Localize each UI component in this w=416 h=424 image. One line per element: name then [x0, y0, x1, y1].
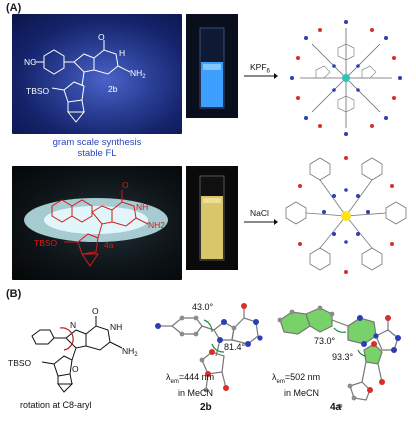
crystal-structure-4a: 73.0° 93.3°: [277, 305, 401, 409]
struct-o2-label: O: [72, 364, 79, 374]
o-label-red: O: [122, 180, 129, 190]
angle-4a-bottom: 93.3°: [332, 352, 354, 362]
structure-4a-drawing: O NH N NH2 TBSO O: [8, 306, 138, 393]
arrow-nacl: [244, 219, 278, 225]
nh-label-red: NH: [136, 202, 148, 212]
cn-label: NC: [24, 57, 36, 67]
cuvette-blue-photo: [186, 14, 238, 118]
crystal-structure-2b: 43.0° 81.4°: [155, 302, 263, 393]
na-ion: [341, 211, 351, 221]
tbso-label: TBSO: [26, 86, 50, 96]
compound-2b-label-b: 2b: [200, 402, 212, 413]
angle-2b-bottom: 81.4°: [224, 342, 246, 352]
caption-line-1: gram scale synthesis: [52, 137, 142, 148]
photo-4a-powder: O NH NH2 TBSO 4a: [12, 166, 182, 280]
crystal-structure-k-complex: [290, 20, 402, 136]
struct-nh2-label: NH2: [122, 346, 138, 358]
structure-2b-overlay: NC O H NH2 TBSO 2b: [24, 32, 146, 123]
caption-line-2: stable FL: [77, 148, 117, 159]
nh2-label: NH2: [130, 68, 146, 80]
photo-caption: gram scale synthesis stable FL: [12, 137, 182, 159]
struct-tbso-label: TBSO: [8, 358, 32, 368]
emission-4a: λem=502 nm in MeCN: [272, 372, 321, 398]
tbso-label-red: TBSO: [34, 238, 58, 248]
panel-b-label: (B): [6, 288, 22, 300]
compound-4a-label-b: 4a: [330, 402, 342, 413]
rotation-caption: rotation at C8-aryl: [20, 400, 92, 410]
struct-nh-label: NH: [110, 322, 122, 332]
struct-o-label: O: [92, 306, 99, 316]
o-label: O: [98, 32, 105, 42]
nh2-label-red: NH2: [148, 220, 165, 230]
angle-4a-top: 73.0°: [314, 336, 336, 346]
struct-n-label: N: [70, 320, 76, 330]
crystal-structure-na-complex: [285, 156, 407, 274]
nh-label: H: [119, 48, 125, 58]
panel-a-label: (A): [6, 2, 22, 14]
compound-4a-label-red: 4a: [104, 240, 114, 250]
reagent-nacl: NaCl: [250, 208, 269, 218]
compound-2b-label: 2b: [108, 84, 118, 94]
reagent-kpf6: KPF6: [250, 62, 270, 75]
angle-2b-top: 43.0°: [192, 302, 214, 312]
k-ion: [342, 74, 350, 82]
photo-2b-powder: NC O H NH2 TBSO 2b: [12, 14, 182, 134]
cuvette-yellow-photo: [186, 166, 238, 270]
arrow-kpf6: [244, 73, 278, 79]
emission-2b: λem=444 nm in MeCN: [166, 372, 215, 398]
